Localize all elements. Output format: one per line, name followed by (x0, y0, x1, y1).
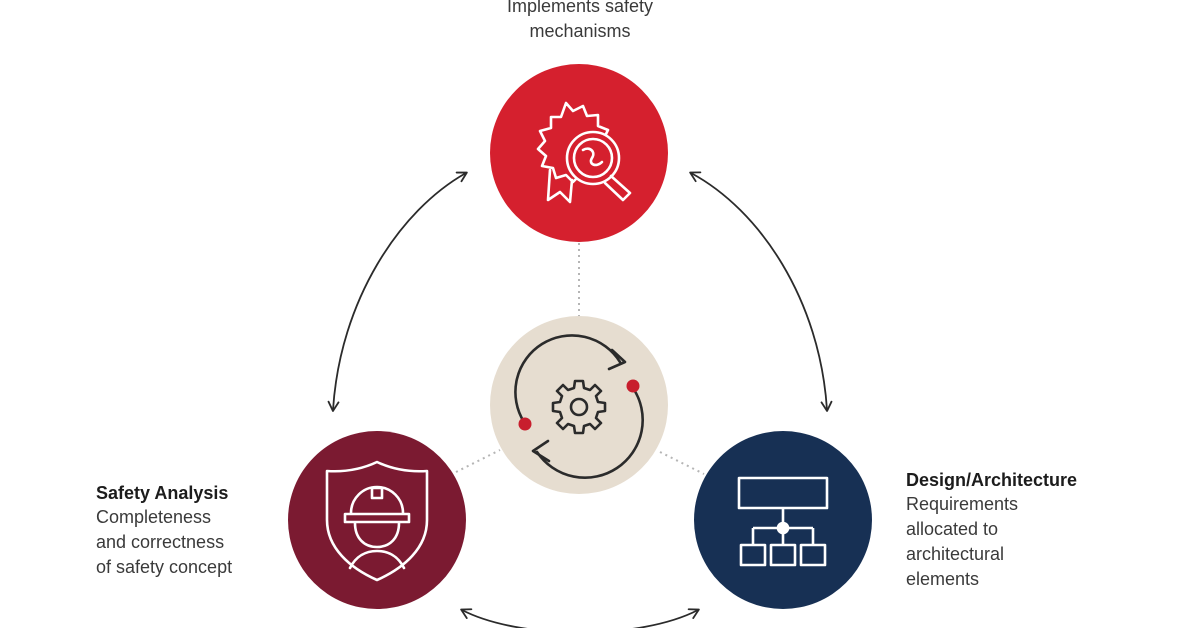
left-node-line-2: and correctness (96, 532, 225, 552)
center-node (490, 316, 668, 494)
dotted-links (455, 243, 705, 475)
right-node-line-4: elements (906, 569, 980, 589)
left-node-line-1: Completeness (96, 507, 212, 527)
top-node (490, 64, 668, 242)
accent-dot-left (518, 417, 532, 431)
top-node-line-1: Implements safety (506, 0, 654, 16)
quality-inspection-icon (536, 101, 632, 204)
dotted-link-right (659, 451, 705, 475)
left-node-label: Safety Analysis Completeness and correct… (96, 481, 296, 580)
arrow-top-right (689, 171, 833, 412)
left-node-line-3: of safety concept (96, 557, 233, 577)
accent-dot-right (626, 379, 640, 393)
left-node-circle (288, 431, 466, 609)
right-node-line-3: architectural (906, 544, 1005, 564)
architecture-hierarchy-icon (737, 476, 829, 567)
top-node-label: Implements safety mechanisms (460, 0, 700, 44)
right-node (694, 431, 872, 609)
right-node-line-1: Requirements (906, 494, 1019, 514)
left-node-title: Safety Analysis (96, 483, 229, 503)
dotted-link-left (455, 449, 501, 473)
top-node-line-2: mechanisms (529, 21, 631, 41)
right-node-line-2: allocated to (906, 519, 999, 539)
arrow-top-left (327, 171, 468, 412)
right-node-label: Design/Architecture Requirements allocat… (906, 468, 1126, 592)
cycle-arrows (327, 171, 833, 628)
arrow-bottom (460, 608, 700, 628)
gear-cycle-icon (514, 334, 644, 479)
safety-helmet-shield-icon (325, 460, 429, 582)
left-node (288, 431, 466, 609)
right-node-title: Design/Architecture (906, 470, 1078, 490)
